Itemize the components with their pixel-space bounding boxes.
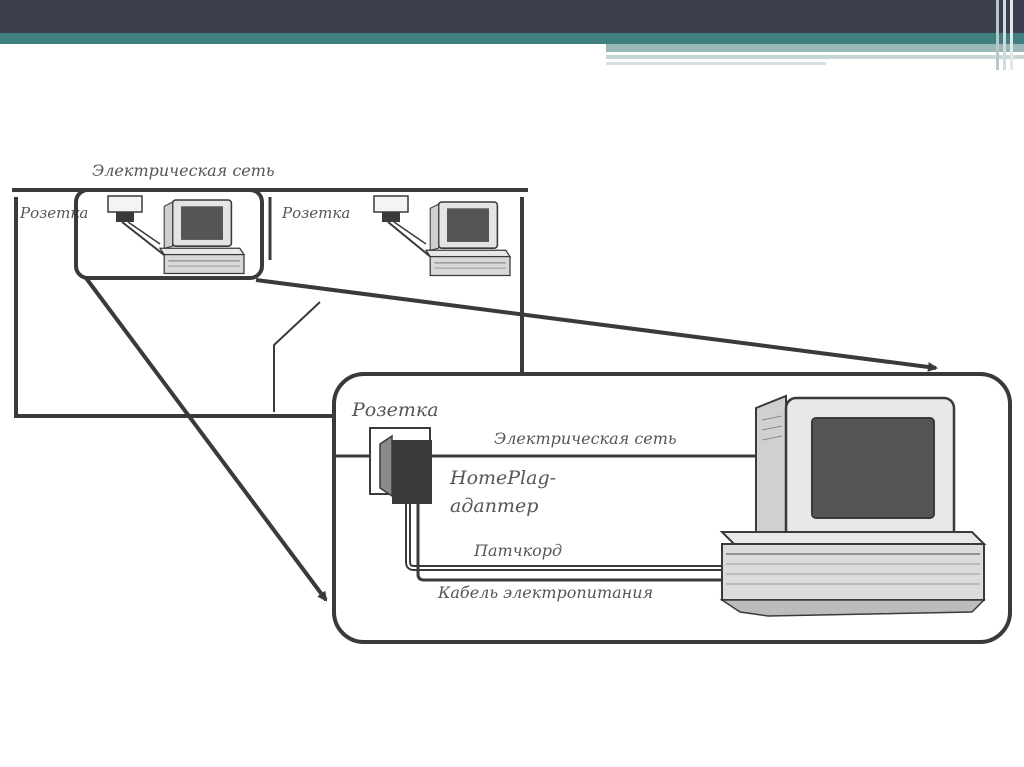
overview-section: Электрическая сеть Розетка Розетка xyxy=(12,161,528,418)
zoom-arrow-down xyxy=(84,276,328,602)
zoom-highlight-box xyxy=(74,188,264,280)
adapter-label-line2: адаптер xyxy=(450,495,538,517)
computer-icon xyxy=(719,394,987,617)
slide-header-bar xyxy=(0,0,1024,70)
power-outlet-icon xyxy=(107,195,143,213)
homeplug-adapter-icon xyxy=(116,212,134,222)
electrical-network-top-label: Электрическая сеть xyxy=(92,161,275,180)
homeplug-adapter-icon xyxy=(382,212,400,222)
detail-panel: Розетка Электрическая сеть HomePlag- ада… xyxy=(332,372,1012,644)
power-cable-line xyxy=(416,504,722,582)
zoom-arrow-right xyxy=(255,278,938,372)
power-outlet-icon xyxy=(373,195,409,213)
homeplug-adapter-icon xyxy=(392,440,432,504)
homeplug-adapter-side xyxy=(379,434,393,498)
outlet-left-label: Розетка xyxy=(19,204,88,222)
door-line xyxy=(273,301,321,412)
computer-icon xyxy=(159,199,245,275)
adapter-label-line1: HomePlag- xyxy=(449,467,556,489)
outlet-right-label: Розетка xyxy=(281,204,350,222)
power-cable-label: Кабель электропитания xyxy=(437,583,653,602)
computer-icon xyxy=(425,201,511,277)
outlet-detail-label: Розетка xyxy=(351,399,439,421)
patch-cord-label: Патчкорд xyxy=(473,541,562,560)
room-left-wall xyxy=(14,197,334,418)
electrical-network-detail-label: Электрическая сеть xyxy=(494,429,677,448)
